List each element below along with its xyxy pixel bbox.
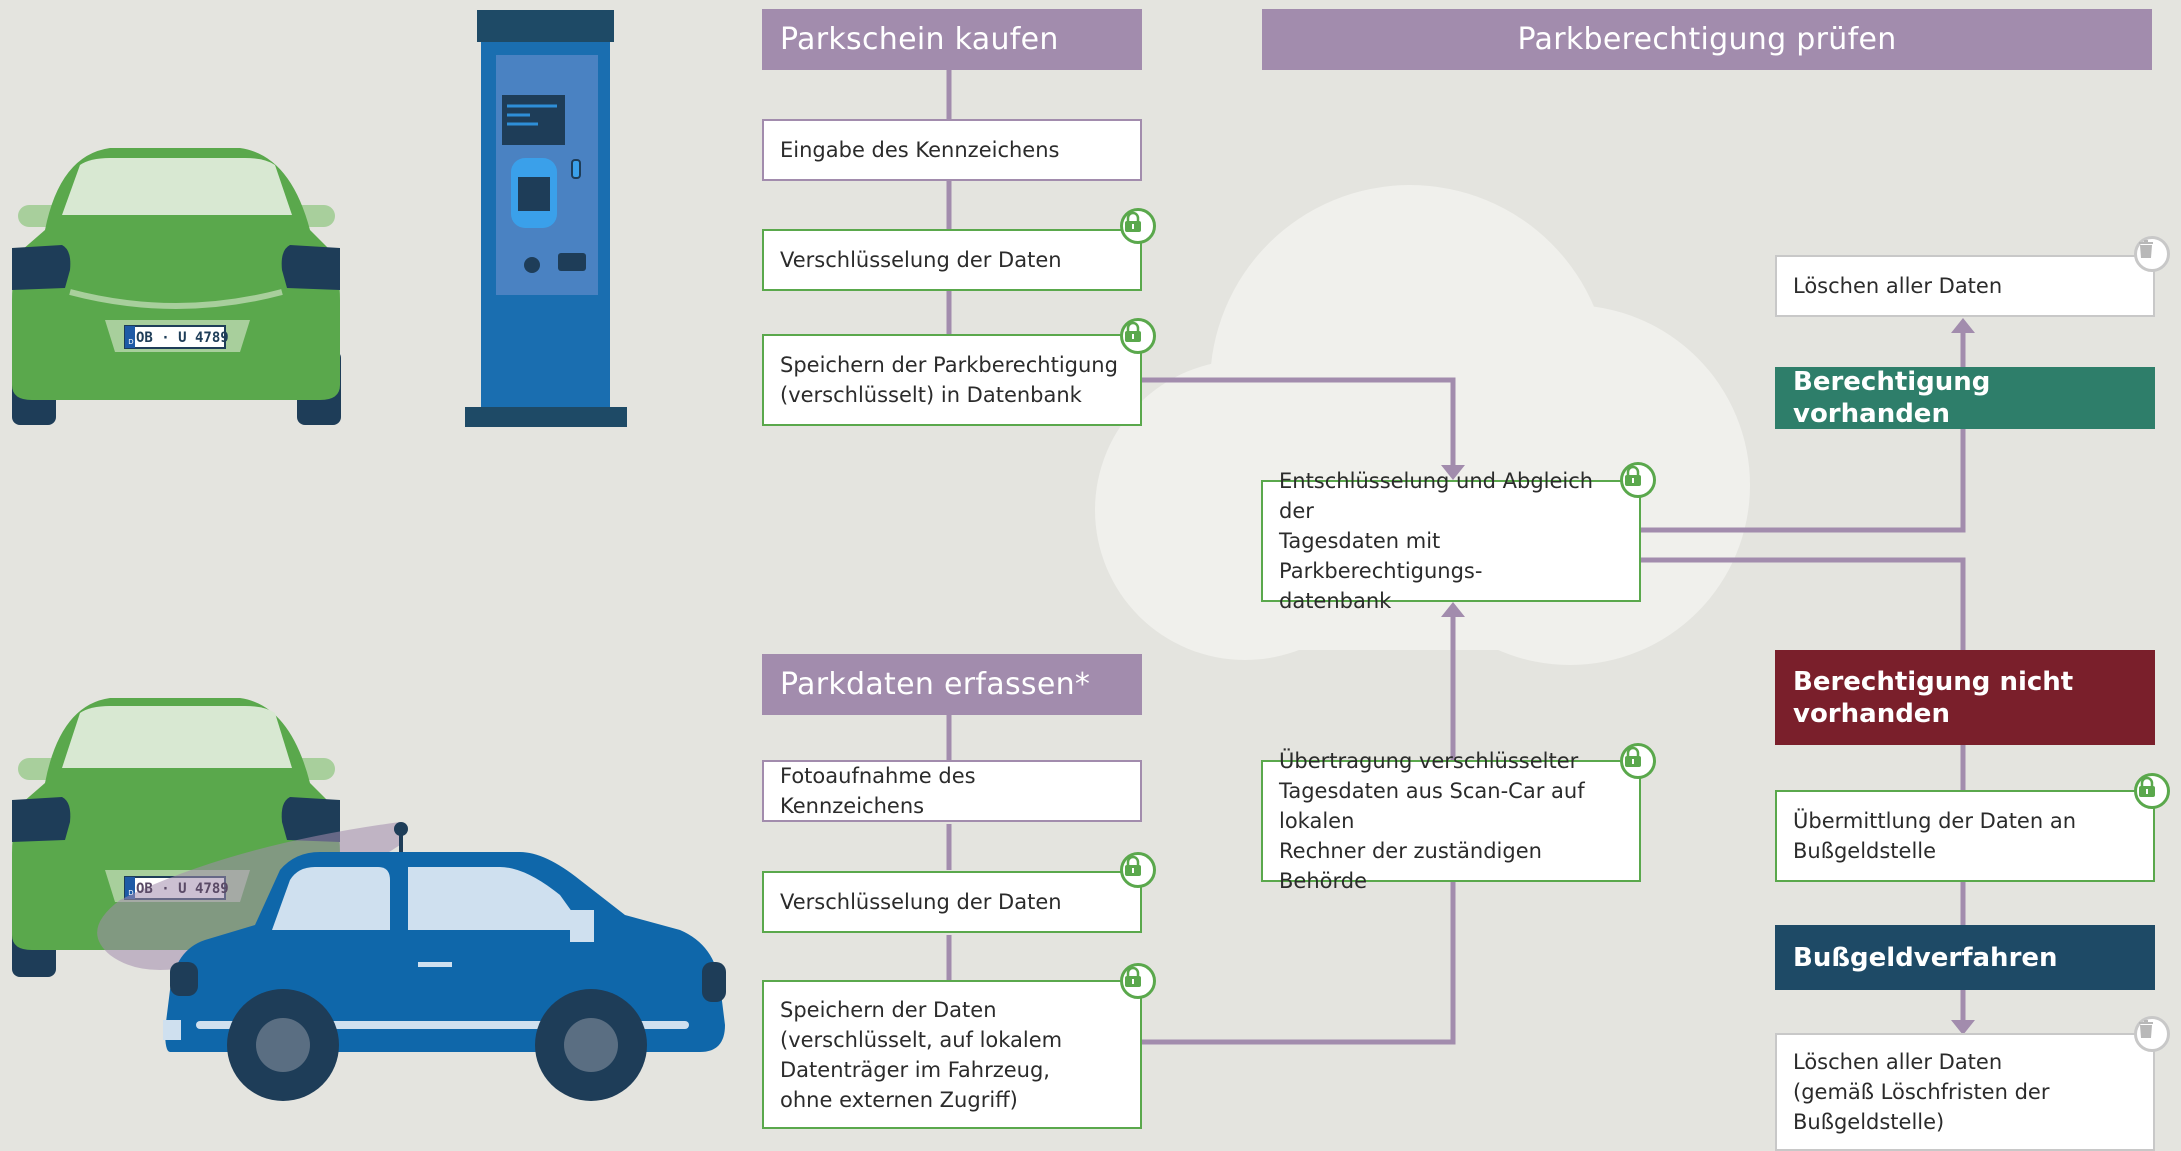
step-delete-after-deadline-text: Löschen aller Daten (gemäß Löschfristen … [1793, 1050, 2050, 1134]
status-permitted: Berechtigung vorhanden [1775, 367, 2155, 429]
step-store-scan-data-text: Speichern der Daten (verschlüsselt, auf … [780, 997, 1063, 1112]
step-store-permission-text: Speichern der Parkberechtigung (verschlü… [780, 353, 1118, 407]
lock-icon [1120, 963, 1156, 999]
license-plate-bottom: OB · U 4789 [136, 881, 229, 897]
step-encrypt-buy: Verschlüsselung der Daten [762, 229, 1142, 291]
step-encrypt-capture-text: Verschlüsselung der Daten [780, 890, 1062, 914]
lock-icon [1620, 743, 1656, 779]
step-decrypt-compare: Entschlüsselung und Abgleich der Tagesda… [1261, 469, 1641, 613]
lock-icon [1120, 208, 1156, 244]
lock-icon [1120, 318, 1156, 354]
trash-icon [2134, 236, 2170, 272]
step-transfer-data-text: Übertragung verschlüsselter Tagesdaten a… [1279, 749, 1585, 893]
step-store-permission: Speichern der Parkberechtigung (verschlü… [762, 334, 1142, 426]
step-send-authority: Übermittlung der Daten an Bußgeldstelle [1775, 790, 2155, 882]
scan-car [163, 822, 726, 1101]
lock-icon [2134, 773, 2170, 809]
parked-car-top [12, 148, 341, 425]
plate-country-code-top: D [128, 338, 134, 346]
step-decrypt-compare-text: Entschlüsselung und Abgleich der Tagesda… [1279, 469, 1594, 613]
step-enter-plate: Eingabe des Kennzeichens [762, 119, 1142, 181]
connector-lines [946, 70, 1966, 1045]
ticket-machine [465, 10, 627, 427]
step-encrypt-buy-text: Verschlüsselung der Daten [780, 248, 1062, 272]
header-capture-data: Parkdaten erfassen* [762, 654, 1142, 715]
license-plate-top: OB · U 4789 [136, 330, 229, 346]
status-not-permitted: Berechtigung nicht vorhanden [1775, 650, 2155, 745]
header-buy-ticket: Parkschein kaufen [762, 9, 1142, 70]
step-transfer-data: Übertragung verschlüsselter Tagesdaten a… [1261, 749, 1641, 893]
step-enter-plate-text: Eingabe des Kennzeichens [780, 138, 1060, 162]
header-check-permission: Parkberechtigung prüfen [1262, 9, 2152, 70]
trash-icon [2134, 1016, 2170, 1052]
plate-country-code-bottom: D [128, 889, 134, 897]
step-photo-plate-text: Fotoaufnahme des Kennzeichens [780, 764, 976, 818]
parked-car-bottom [12, 698, 400, 977]
step-delete-all: Löschen aller Daten [1775, 255, 2155, 317]
lock-icon [1120, 852, 1156, 888]
step-encrypt-capture: Verschlüsselung der Daten [762, 871, 1142, 933]
step-delete-after-deadline: Löschen aller Daten (gemäß Löschfristen … [1775, 1033, 2155, 1151]
step-photo-plate: Fotoaufnahme des Kennzeichens [762, 760, 1142, 822]
connector-arrowheads [1441, 318, 1975, 1035]
status-fine-procedure: Bußgeldverfahren [1775, 925, 2155, 990]
lock-icon [1620, 462, 1656, 498]
step-send-authority-text: Übermittlung der Daten an Bußgeldstelle [1793, 809, 2077, 863]
step-delete-all-text: Löschen aller Daten [1793, 274, 2003, 298]
step-store-scan-data: Speichern der Daten (verschlüsselt, auf … [762, 980, 1142, 1129]
